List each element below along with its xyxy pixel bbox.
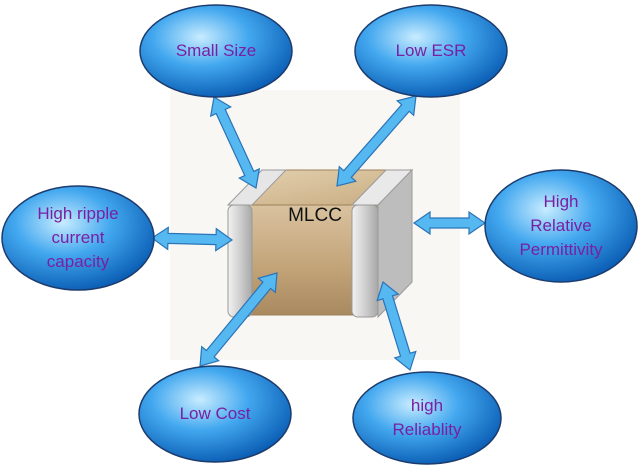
- mlcc-chip: [226, 168, 414, 319]
- arrow-high-reliability: [376, 280, 417, 372]
- node-high-ripple-shape: [1, 185, 155, 291]
- arrow-low-cost: [199, 272, 278, 367]
- chip-right-terminal: [351, 204, 379, 318]
- node-high-reliability-label: high Reliablity: [392, 396, 462, 439]
- node-small-size-shape: [139, 4, 293, 98]
- node-high-permittivity-label: High Relative Permittivity: [519, 192, 603, 259]
- node-low-cost-label: Low Cost: [179, 404, 251, 423]
- node-low-esr-shape: [354, 4, 508, 98]
- node-low-esr-label: Low ESR: [395, 41, 467, 60]
- chip-right-terminal-side: [377, 168, 413, 319]
- node-small-size-label: Small Size: [175, 41, 257, 60]
- mlcc-label: MLCC: [288, 205, 342, 226]
- arrow-high-ripple: [150, 226, 234, 252]
- arrow-low-esr: [336, 95, 417, 187]
- node-low-cost-shape: [138, 365, 292, 463]
- connector-arrows: [150, 95, 487, 372]
- arrow-small-size: [209, 96, 261, 189]
- node-high-reliability-shape: [352, 371, 502, 465]
- node-high-permittivity-shape: [484, 169, 638, 283]
- node-high-ripple-label: High ripple current capacity: [37, 204, 119, 271]
